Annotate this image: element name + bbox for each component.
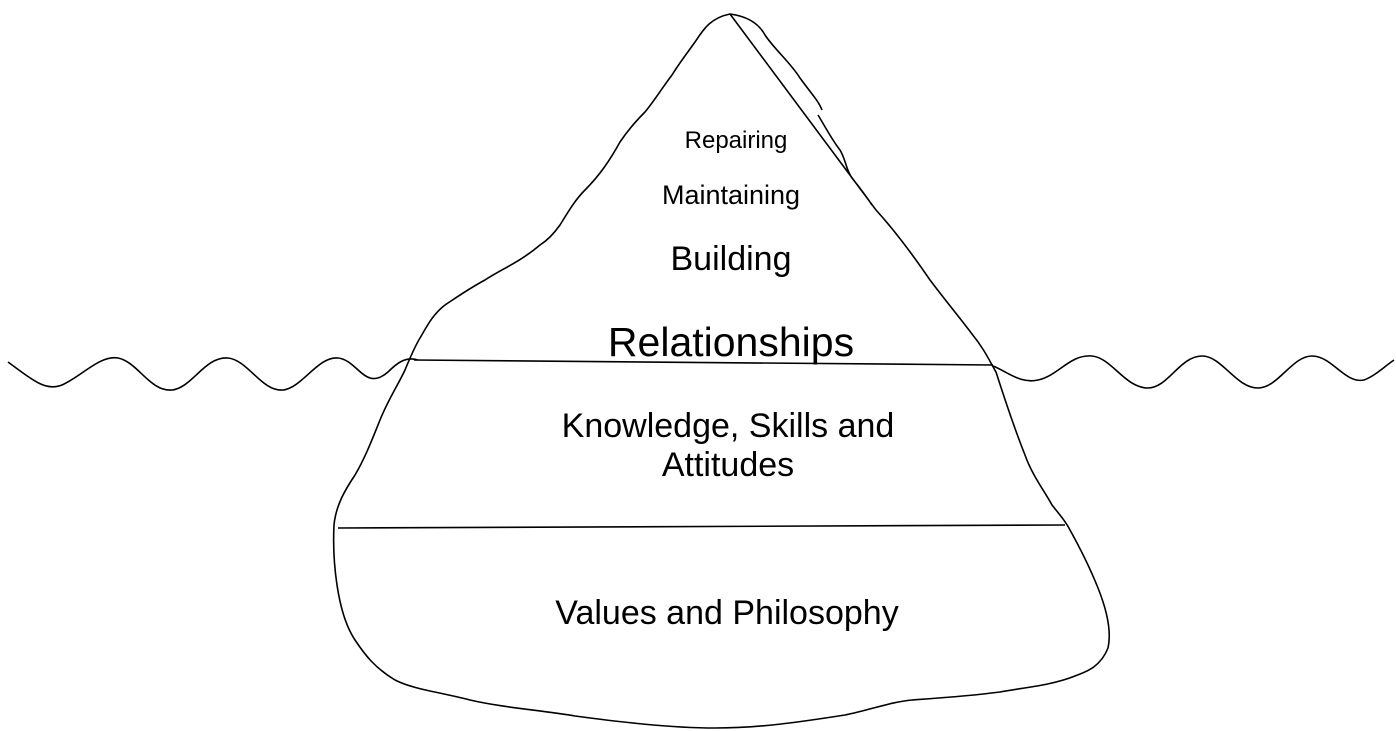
label-knowledge-skills-attitudes: Knowledge, Skills and Attitudes: [562, 407, 895, 485]
label-building: Building: [670, 240, 792, 278]
layer-divider: [337, 524, 1066, 529]
label-maintaining: Maintaining: [661, 180, 801, 210]
label-relationships: Relationships: [607, 319, 855, 365]
iceberg-outline: [332, 13, 1111, 729]
label-ksa-line2: Attitudes: [661, 446, 795, 485]
label-repairing: Repairing: [684, 127, 788, 154]
label-values-philosophy: Values and Philosophy: [555, 594, 899, 632]
water-wave-right: [992, 355, 1395, 389]
water-wave-left: [7, 357, 419, 391]
label-ksa-line1: Knowledge, Skills and: [561, 407, 895, 445]
waterline-divider: [413, 359, 994, 366]
